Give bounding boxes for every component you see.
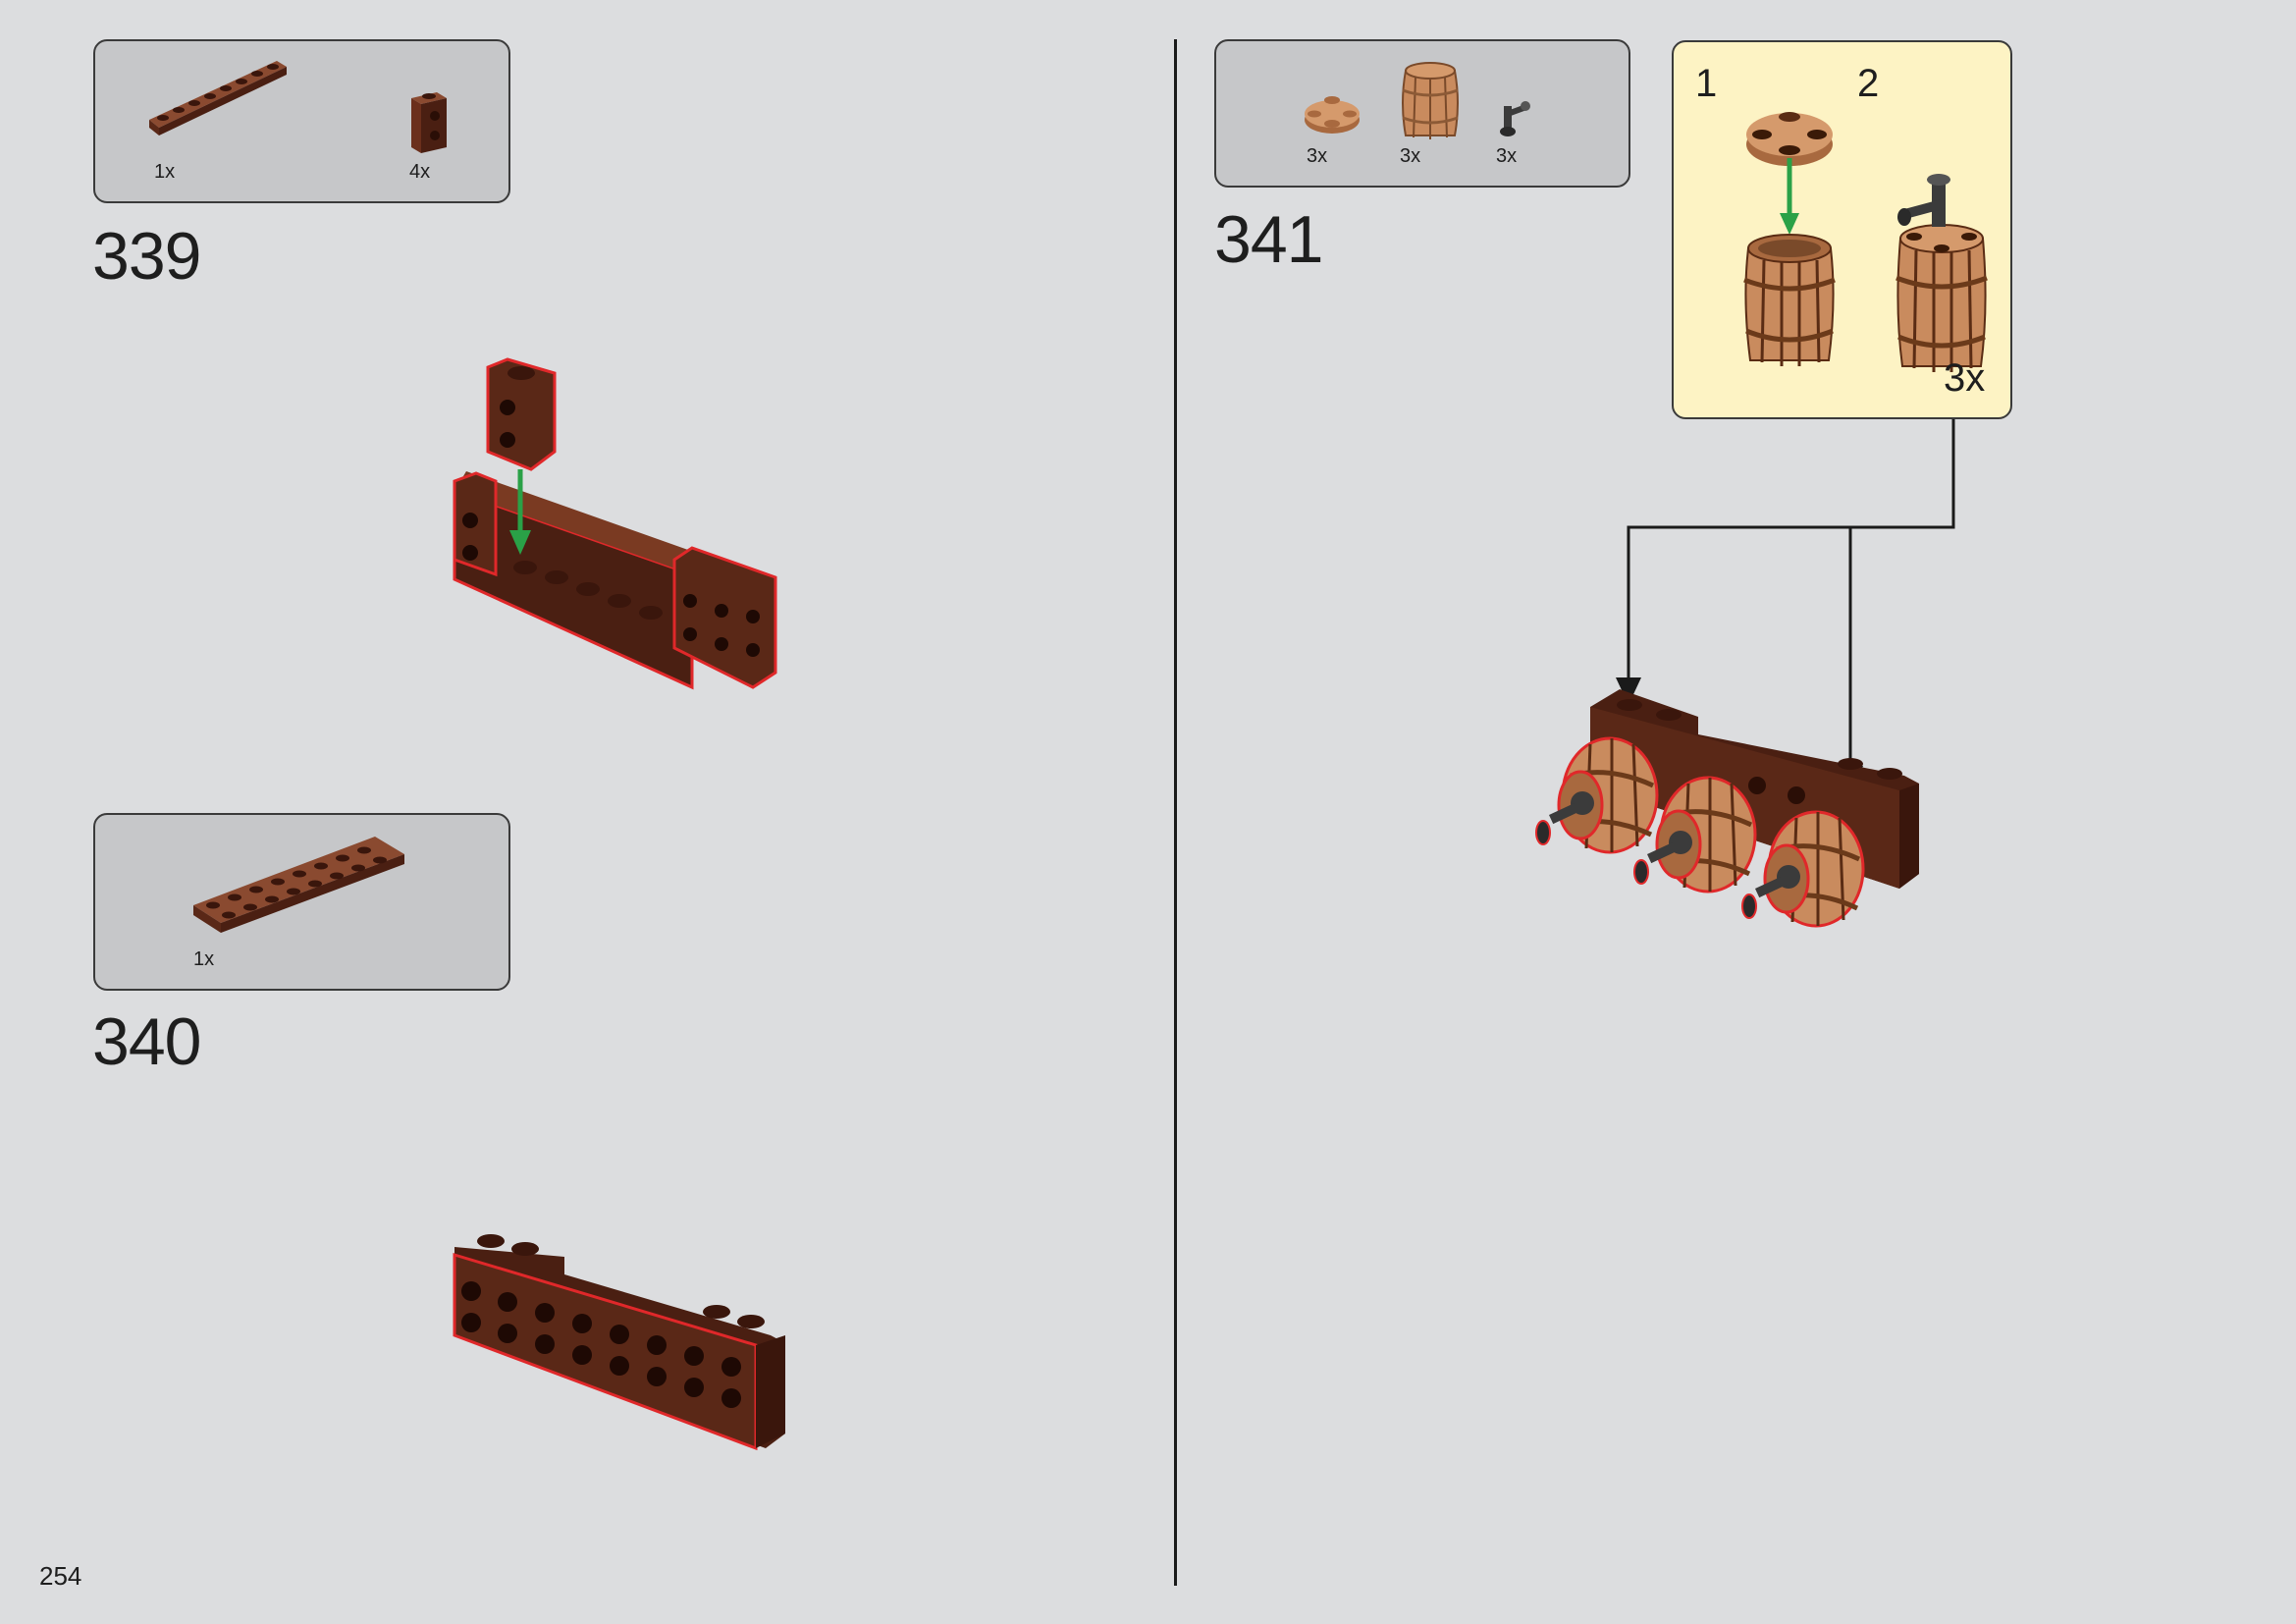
barrel-with-tap-illustration bbox=[1896, 174, 1988, 372]
step-339-number: 339 bbox=[92, 219, 201, 294]
substep-2-number: 2 bbox=[1857, 62, 1880, 105]
plate-1x8-icon bbox=[149, 61, 287, 135]
part-qty: 1x bbox=[193, 948, 215, 970]
step-340-parts-box: 1x bbox=[93, 813, 510, 991]
barrel-icon bbox=[1402, 62, 1459, 139]
part-qty: 3x bbox=[1400, 145, 1421, 167]
step-341-number: 341 bbox=[1214, 202, 1323, 277]
part-qty: 1x bbox=[154, 161, 176, 183]
page-number: 254 bbox=[39, 1561, 82, 1591]
brick-1x1-icon bbox=[411, 92, 447, 153]
barrel-group bbox=[1535, 736, 1865, 928]
step-340-assembly bbox=[453, 1234, 785, 1451]
part-qty: 3x bbox=[1307, 145, 1328, 167]
tap-icon bbox=[1500, 101, 1530, 136]
plate-2x8-icon bbox=[193, 837, 404, 933]
barrel-with-plate-illustration bbox=[1743, 112, 1836, 366]
step-340-number: 340 bbox=[92, 1004, 201, 1079]
step-341-assembly bbox=[1535, 689, 1919, 928]
substep-1-number: 1 bbox=[1695, 62, 1718, 105]
part-qty: 3x bbox=[1496, 145, 1518, 167]
part-qty: 4x bbox=[409, 161, 431, 183]
step-339-parts-box: 1x 4x bbox=[93, 39, 510, 203]
round-plate-icon bbox=[1305, 96, 1360, 134]
callout-multiplier: 3x bbox=[1944, 356, 1986, 400]
step-341-parts-box: 3x 3x 3x bbox=[1214, 39, 1630, 188]
step-339-assembly bbox=[453, 357, 777, 690]
sub-assembly-callout: 1 2 bbox=[1672, 40, 2012, 419]
page-divider bbox=[1174, 39, 1177, 1586]
